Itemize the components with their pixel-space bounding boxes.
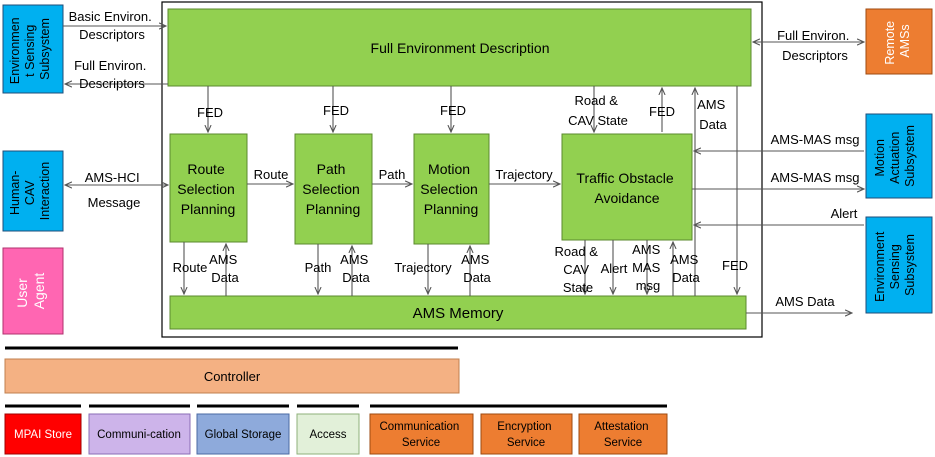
label-fed-traffic: FED [649, 104, 675, 119]
label-alert-in: Alert [831, 206, 858, 221]
label-trajectory-down: Trajectory [394, 260, 452, 275]
motion-selection-planning-box: Motion Selection Planning [413, 133, 490, 245]
label-route-down: Route [173, 260, 208, 275]
environment-sensing-subsystem-right: Environment Sensing Subsystem [865, 216, 933, 314]
label-ams-data-top: AMS Data [697, 97, 729, 132]
remote-amss-box: Remote AMSs [865, 8, 933, 75]
controller-box: Controller [4, 358, 460, 394]
controller-label: Controller [204, 369, 261, 384]
user-agent-box: User Agent [2, 247, 64, 335]
label-route: Route [254, 167, 289, 182]
full-environment-description-label: Full Environment Description [371, 40, 550, 56]
communication-service-box: Communication Service [369, 413, 474, 455]
svg-text:Environmen t Sensing: Environmen t Sensing Subsystem [8, 14, 52, 84]
label-full-env-descriptors-left: Full Environ. Descriptors [74, 58, 150, 91]
traffic-obstacle-avoidance-label: Traffic Obstacle Avoidance [576, 170, 677, 206]
label-ams-data-route: AMS Data [209, 252, 241, 285]
connector-arrows [63, 26, 864, 313]
label-ams-hci-message: AMS-HCI Message [85, 170, 144, 210]
label-ams-data-motion: AMS Data [461, 252, 493, 285]
ams-container [161, 1, 763, 338]
access-label: Access [309, 429, 346, 441]
label-fed-route: FED [197, 105, 223, 120]
svg-text:Human- CAV Interac: Human- CAV Interaction [8, 162, 52, 220]
encryption-service-box: Encryption Service [480, 413, 573, 455]
mpai-store-label: MPAI Store [14, 429, 72, 441]
label-ams-mas-in: AMS-MAS msg [771, 132, 860, 147]
label-fed-memory: FED [722, 258, 748, 273]
full-environment-description-box: Full Environment Description [167, 8, 752, 87]
ams-memory-label: AMS Memory [413, 305, 504, 322]
label-ams-data-traffic: AMS Data [670, 252, 702, 285]
label-fed-motion: FED [440, 103, 466, 118]
attestation-service-label: Attestation Service [594, 421, 652, 449]
global-storage-label: Global Storage [205, 429, 282, 441]
path-selection-planning-label: Path Selection Planning [302, 161, 363, 217]
global-storage-box: Global Storage [196, 413, 290, 455]
path-selection-planning-box: Path Selection Planning [294, 133, 373, 245]
route-selection-planning-box: Route Selection Planning [169, 133, 248, 243]
label-ams-data-out: AMS Data [775, 294, 835, 309]
label-ams-mas-out: AMS-MAS msg [771, 170, 860, 185]
svg-text:Environment Sensing: Environment Sensing Subsystem [873, 228, 917, 302]
attestation-service-box: Attestation Service [578, 413, 668, 455]
communication-service-label: Communication Service [379, 421, 462, 449]
communication-label: Communi-cation [97, 429, 181, 441]
label-ams-mas-msg-down: AMS MAS msg [632, 242, 664, 293]
arrow-labels: Basic Environ. Descriptors Full Environ.… [69, 9, 860, 309]
route-selection-planning-label: Route Selection Planning [177, 161, 238, 217]
label-basic-env-descriptors: Basic Environ. Descriptors [69, 9, 156, 42]
label-path-down: Path [305, 260, 332, 275]
ams-memory-box: AMS Memory [169, 295, 747, 330]
traffic-obstacle-avoidance-box: Traffic Obstacle Avoidance [561, 133, 693, 241]
svg-text:Motion Actuation S: Motion Actuation Subsystem [873, 125, 917, 187]
access-box: Access [296, 413, 360, 455]
label-road-cav-state-bottom: Road & CAV State [555, 244, 602, 295]
label-trajectory: Trajectory [495, 167, 553, 182]
label-alert-down: Alert [601, 261, 628, 276]
label-fed-path: FED [323, 103, 349, 118]
communication-box: Communi-cation [88, 413, 191, 455]
label-path: Path [379, 167, 406, 182]
label-road-cav-state-top: Road & CAV State [568, 93, 628, 128]
mpai-store-box: MPAI Store [4, 413, 82, 455]
svg-text:User Agent: User Agent [14, 273, 47, 310]
motion-actuation-subsystem-box: Motion Actuation Subsystem [865, 113, 933, 199]
label-ams-data-path: AMS Data [340, 252, 372, 285]
environment-sensing-subsystem-left: Environmen t Sensing Subsystem [2, 4, 64, 94]
label-full-env-descriptors-right: Full Environ. Descriptors [777, 28, 853, 63]
svg-text:Remote AMSs: Remote AMSs [883, 17, 912, 64]
motion-selection-planning-label: Motion Selection Planning [420, 161, 481, 217]
encryption-service-label: Encryption Service [497, 421, 555, 449]
human-cav-interaction-box: Human- CAV Interaction [2, 150, 64, 232]
